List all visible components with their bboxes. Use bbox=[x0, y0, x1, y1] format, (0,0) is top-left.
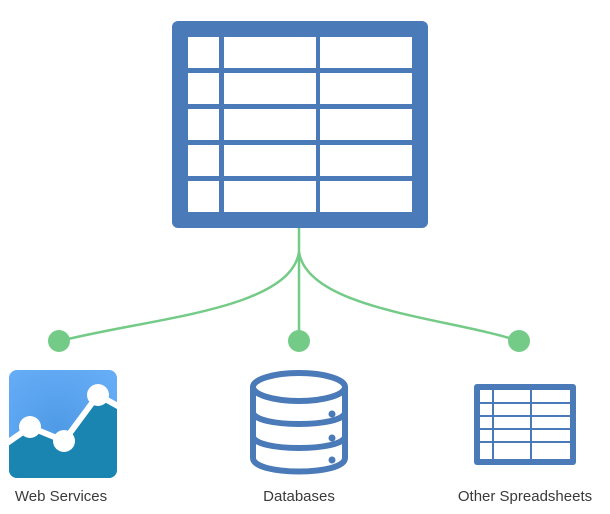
analytics-chart-icon bbox=[9, 370, 117, 478]
hub-spreadsheet-icon bbox=[172, 21, 428, 228]
label-other-spreadsheets: Other Spreadsheets bbox=[457, 488, 593, 505]
connector-node-web-services bbox=[48, 330, 70, 352]
label-web-services: Web Services bbox=[14, 488, 108, 505]
other-spreadsheets-icon bbox=[474, 384, 576, 465]
database-icon bbox=[250, 370, 348, 475]
label-databases: Databases bbox=[263, 488, 335, 505]
connector-node-other-spreadsheets bbox=[508, 330, 530, 352]
connector-other-spreadsheets bbox=[297, 251, 520, 343]
connectors bbox=[59, 228, 520, 343]
connector-node-databases bbox=[288, 330, 310, 352]
connector-web-services bbox=[59, 251, 301, 343]
